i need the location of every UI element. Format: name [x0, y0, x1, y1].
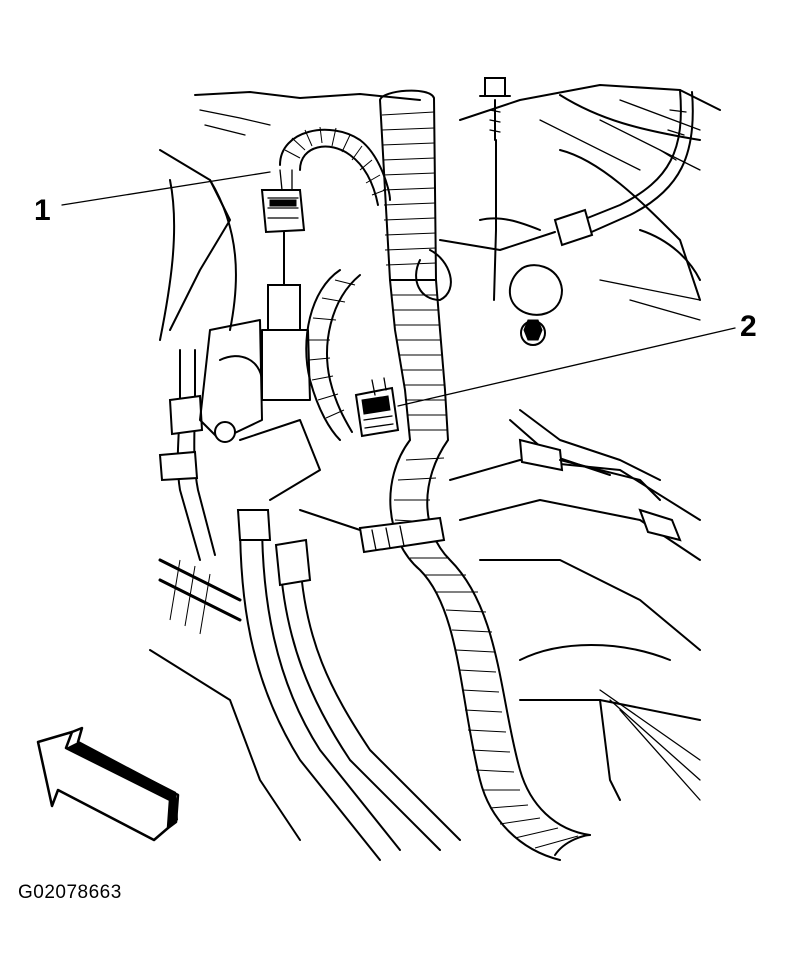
callout-2-leader [397, 327, 736, 407]
harness-lower-loop [305, 269, 449, 441]
lower-right-engine-structure [449, 409, 701, 801]
harness-loop-connector-1 [279, 126, 452, 301]
sensor-connector-1 [260, 169, 311, 401]
front-direction-arrow-icon [36, 726, 180, 842]
right-side-hose [439, 89, 694, 251]
left-pipes-and-bracket [149, 319, 461, 861]
figure-reference-code: G02078663 [18, 882, 122, 903]
callout-number-1: 1 [34, 194, 51, 227]
callout-number-2: 2 [740, 310, 757, 343]
sensor-connector-2 [354, 377, 400, 438]
main-harness-upper [379, 89, 437, 281]
background-engine-outline [159, 84, 721, 341]
main-harness-lower [389, 439, 591, 861]
callout-leaders [61, 171, 736, 407]
mounting-bolt [479, 77, 564, 346]
callout-1-leader [61, 171, 271, 206]
harness-clamp [299, 509, 446, 554]
